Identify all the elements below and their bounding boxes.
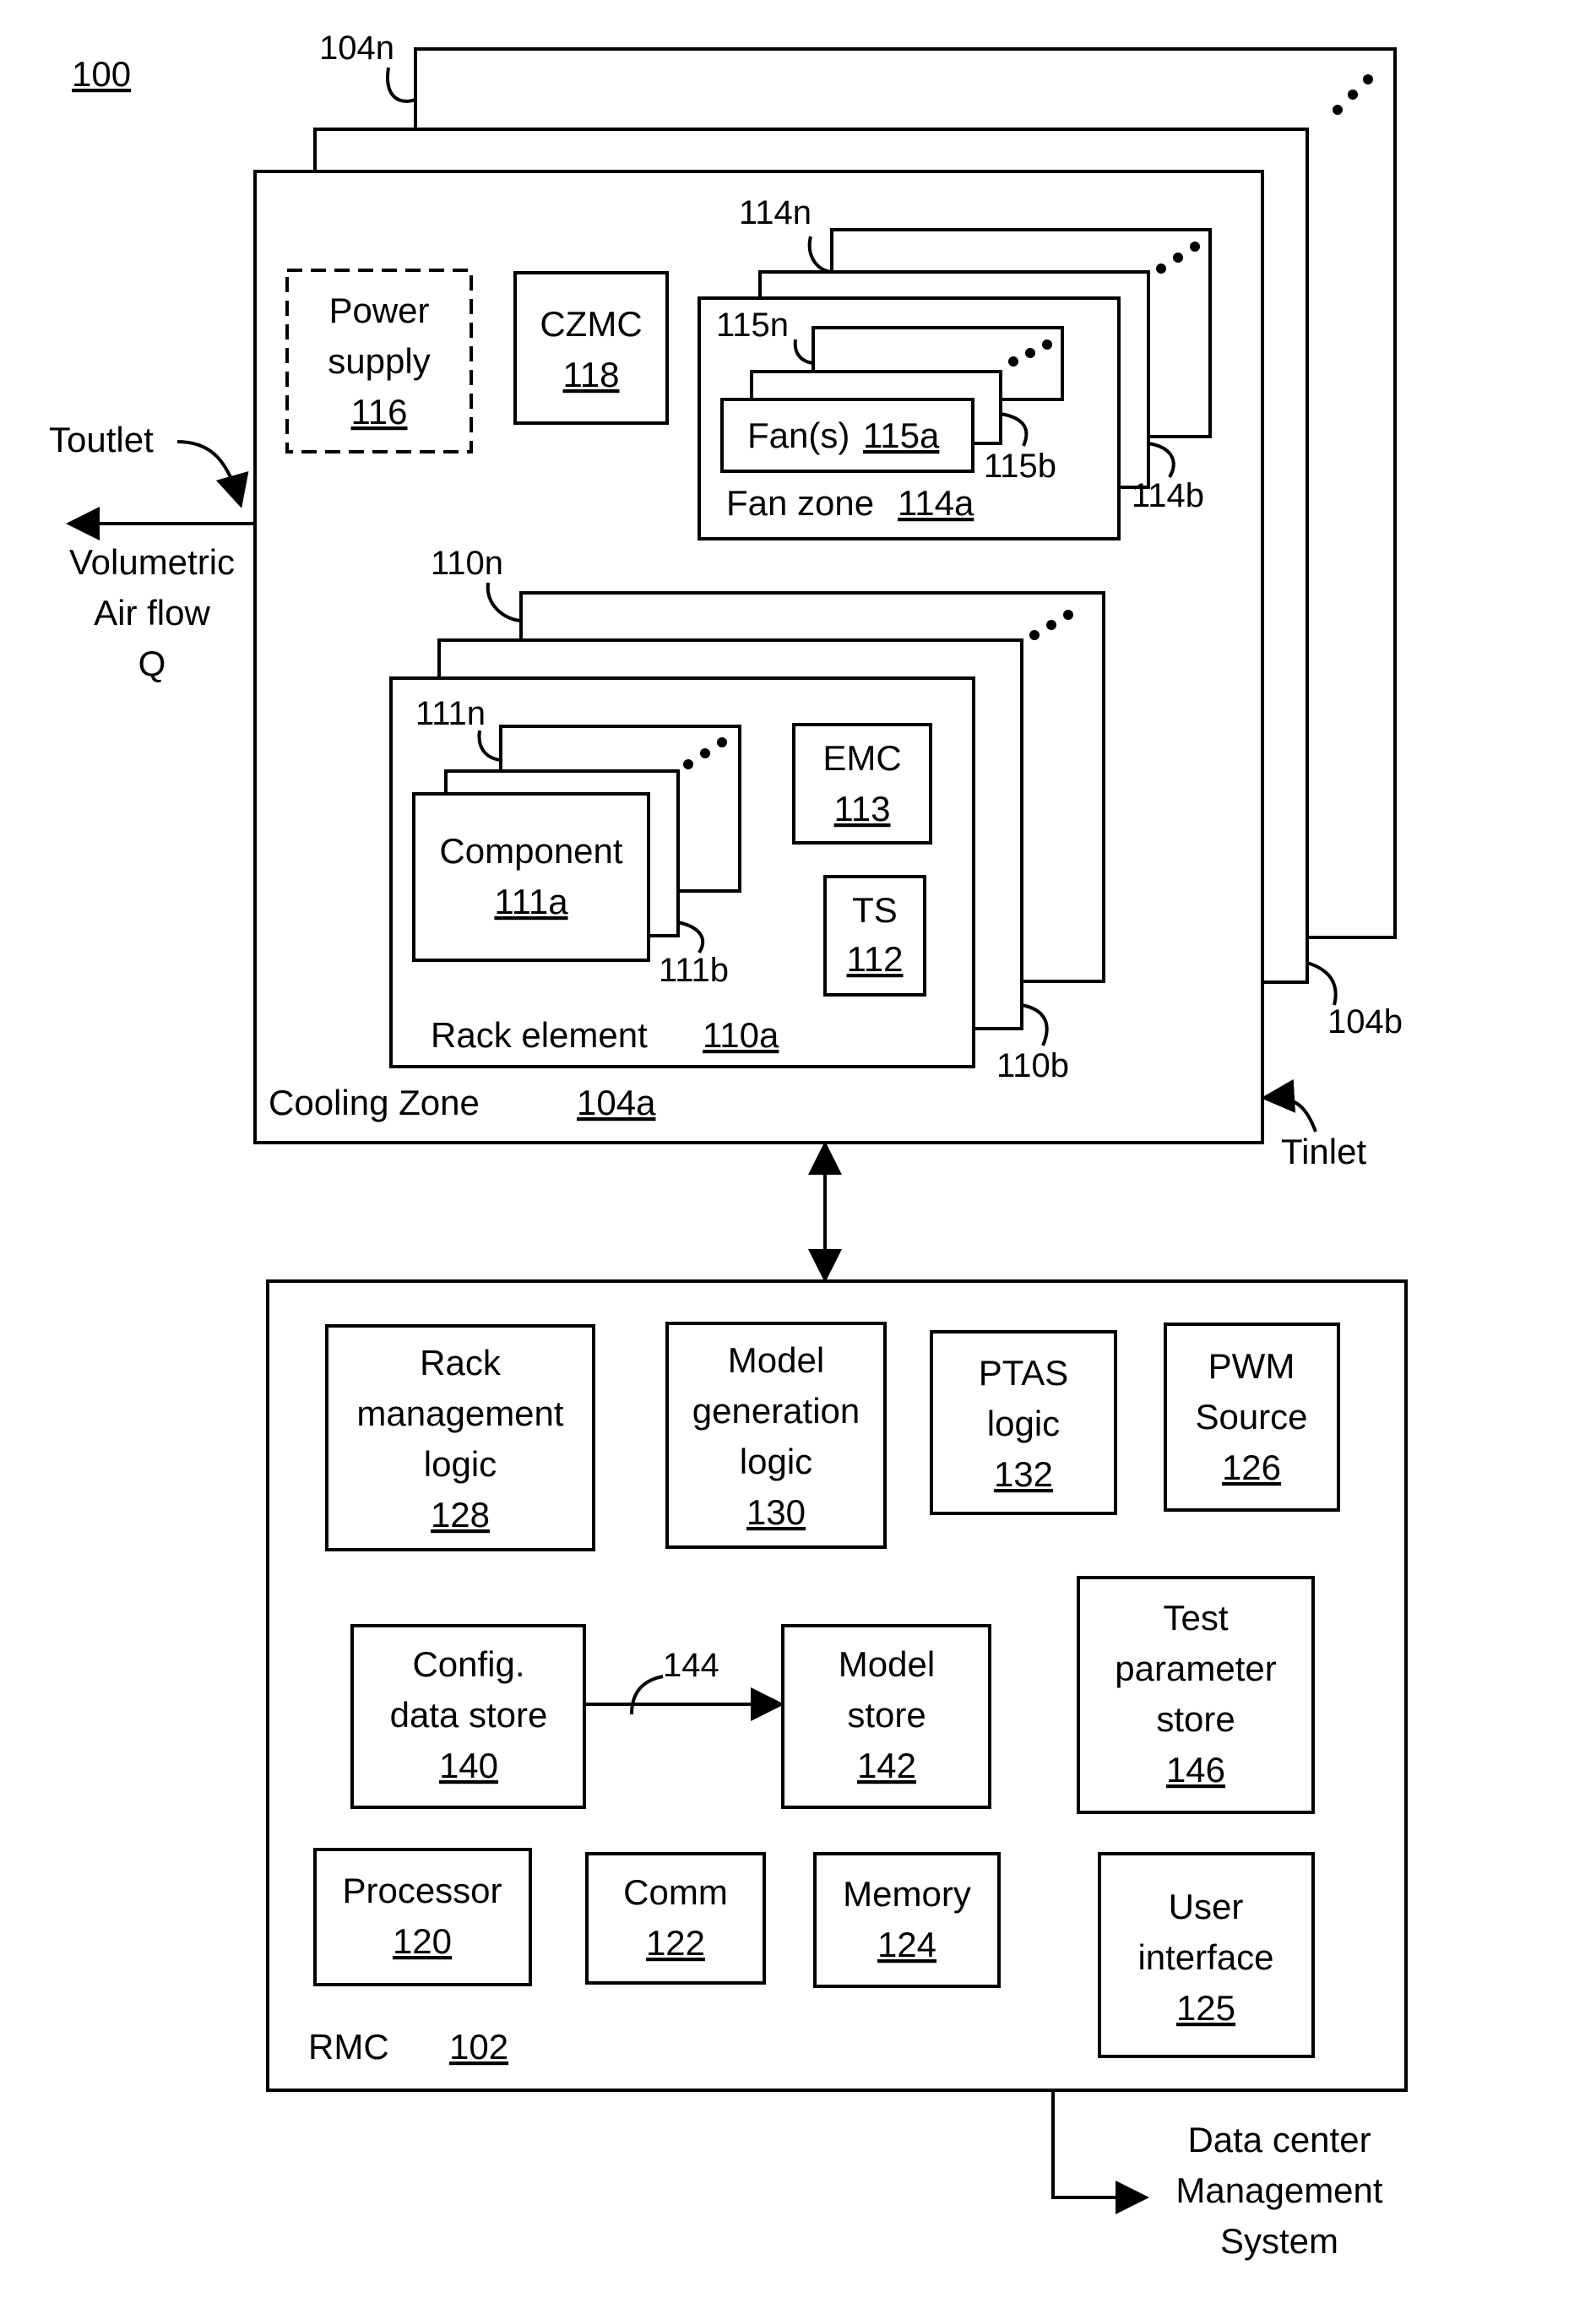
rack-management-logic-ref: 128 (431, 1495, 490, 1535)
fan-zone-label: Fan zone (726, 483, 874, 523)
test-parameter-store-line-3: store (1156, 1699, 1235, 1739)
processor-box (315, 1850, 530, 1985)
memory-ref: 124 (877, 1925, 936, 1964)
ptas-logic-ref: 132 (994, 1454, 1053, 1494)
model-generation-logic-ref: 130 (746, 1492, 806, 1532)
fan-zone-ref: 114a (898, 483, 974, 523)
ts-ref: 112 (847, 939, 904, 979)
fan-zone-b-ref: 114b (1132, 477, 1204, 514)
ts-label: TS (852, 890, 898, 930)
toutlet-label: Toutlet (49, 420, 154, 459)
airflow-line-1: Volumetric (69, 542, 235, 582)
component-a-box (414, 794, 649, 960)
arrow-ref: 144 (663, 1647, 719, 1684)
rack-management-logic-line-3: logic (424, 1444, 497, 1484)
dcms-line-1: Data center (1187, 2120, 1371, 2159)
model-store-line-2: store (847, 1695, 926, 1735)
power-supply-line-2: supply (328, 341, 430, 381)
test-parameter-store-line-1: Test (1163, 1598, 1228, 1638)
fan-n-ref: 115n (716, 307, 789, 344)
cooling-zone-b-ref: 104b (1327, 1003, 1403, 1040)
user-interface-line-1: User (1169, 1887, 1244, 1926)
fan-label: Fan(s) (747, 416, 850, 455)
rack-management-logic-line-2: management (356, 1393, 563, 1433)
processor-line-1: Processor (342, 1871, 502, 1910)
rack-element-b-ref: 110b (996, 1047, 1069, 1084)
component-n-ref: 111n (415, 695, 486, 732)
cooling-zone-n-ref: 104n (319, 30, 394, 67)
tinlet-label: Tinlet (1281, 1132, 1366, 1171)
model-generation-logic-line-3: logic (740, 1442, 812, 1481)
ptas-logic-line-1: PTAS (979, 1353, 1069, 1393)
fan-b-ref: 115b (984, 448, 1056, 485)
dcms-arrow (1053, 2090, 1146, 2197)
rmc-label: RMC (308, 2027, 389, 2067)
power-supply-ref: 116 (351, 392, 408, 432)
component-label: Component (439, 831, 622, 871)
pwm-source-line-1: PWM (1208, 1346, 1295, 1386)
tinlet-arrow (1264, 1098, 1316, 1132)
fan-ref: 115a (863, 416, 940, 455)
comm-ref: 122 (646, 1923, 705, 1963)
memory-line-1: Memory (843, 1874, 971, 1914)
dcms-line-2: Management (1175, 2170, 1382, 2210)
component-b-ref: 111b (659, 952, 729, 989)
emc-label: EMC (822, 738, 901, 778)
rack-element-n-ref: 110n (431, 545, 503, 582)
airflow-line-2: Air flow (94, 593, 210, 633)
toutlet-arrow (177, 442, 241, 505)
airflow-line-3: Q (138, 644, 166, 683)
test-parameter-store-ref: 146 (1166, 1750, 1225, 1790)
czmc-box (515, 273, 667, 423)
model-store-line-1: Model (839, 1644, 935, 1684)
pwm-source-ref: 126 (1222, 1448, 1281, 1487)
figure-number: 100 (72, 54, 131, 94)
leader-104n (388, 68, 415, 101)
fan-zone-n-ref: 114n (739, 194, 812, 231)
cooling-zone-label: Cooling Zone (269, 1083, 480, 1122)
power-supply-line-1: Power (328, 291, 429, 330)
user-interface-ref: 125 (1176, 1988, 1235, 2028)
model-generation-logic-line-2: generation (692, 1391, 860, 1431)
config-data-store-line-2: data store (390, 1695, 548, 1735)
rack-management-logic-line-1: Rack (420, 1343, 502, 1382)
test-parameter-store-line-2: parameter (1115, 1649, 1276, 1688)
emc-ref: 113 (834, 789, 891, 828)
rack-element-ref: 110a (703, 1015, 779, 1055)
czmc-label: CZMC (540, 304, 642, 344)
cooling-zone-ref: 104a (577, 1083, 656, 1122)
model-store-ref: 142 (857, 1746, 916, 1785)
config-data-store-line-1: Config. (412, 1644, 524, 1684)
model-generation-logic-line-1: Model (728, 1340, 824, 1380)
user-interface-line-2: interface (1137, 1937, 1273, 1977)
czmc-ref: 118 (563, 355, 620, 394)
ptas-logic-line-2: logic (987, 1404, 1060, 1443)
dcms-line-3: System (1220, 2221, 1338, 2261)
component-ref: 111a (494, 882, 568, 921)
pwm-source-line-2: Source (1195, 1397, 1307, 1437)
rmc-ref: 102 (449, 2027, 508, 2067)
processor-ref: 120 (393, 1921, 452, 1961)
rack-element-label: Rack element (431, 1015, 648, 1055)
config-data-store-ref: 140 (439, 1746, 498, 1785)
comm-line-1: Comm (623, 1872, 728, 1912)
leader-104b (1307, 963, 1336, 1005)
